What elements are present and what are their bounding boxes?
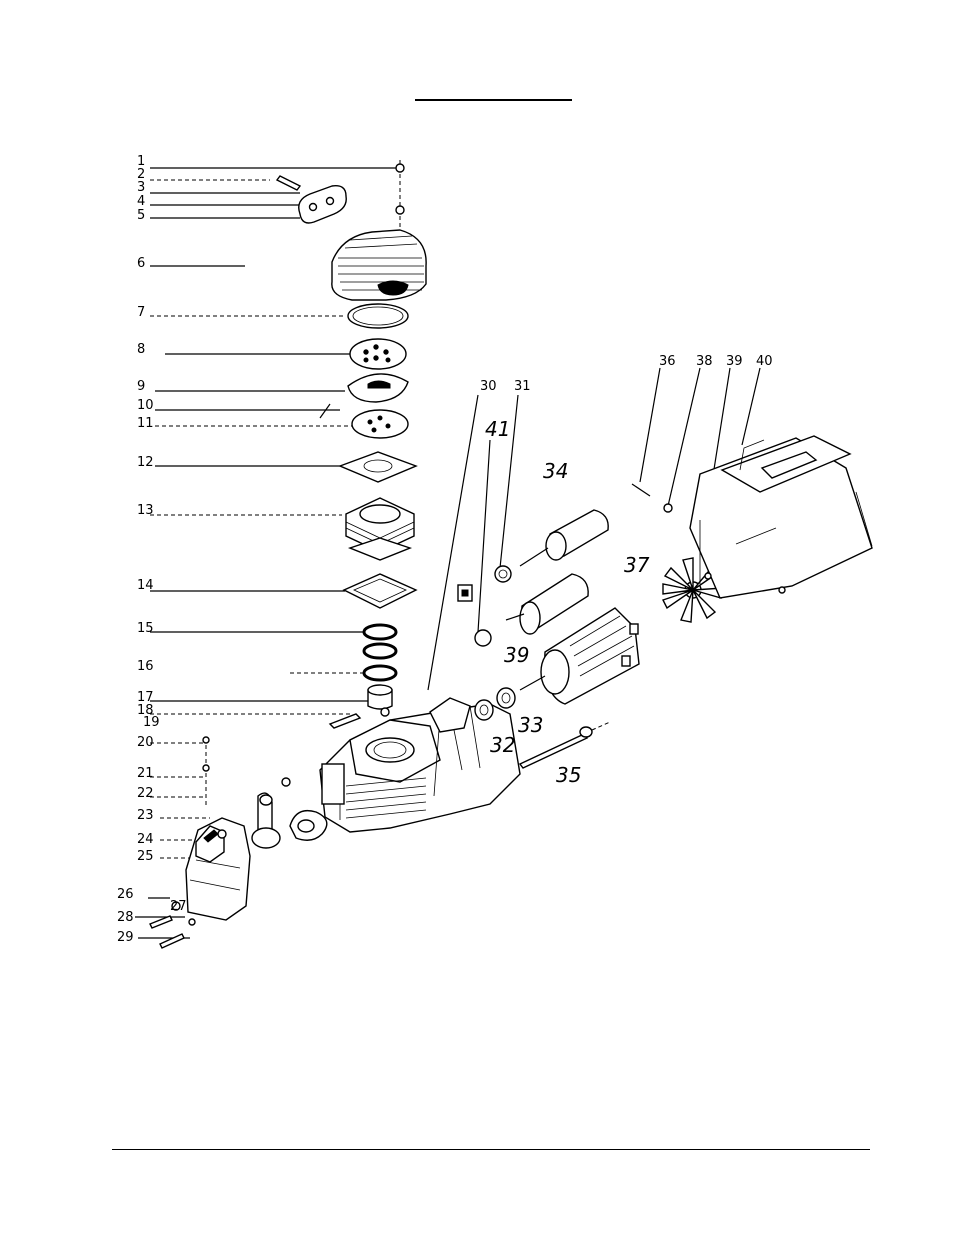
callout-41: 41 <box>485 417 510 441</box>
callout-6: 6 <box>137 256 145 271</box>
callout-23: 23 <box>137 808 154 823</box>
callout-17: 17 <box>137 690 154 705</box>
callout-18: 18 <box>137 703 154 718</box>
callout-32: 32 <box>490 733 515 757</box>
callout-1: 1 <box>137 154 145 169</box>
callout-28: 28 <box>117 910 134 925</box>
callout-31: 31 <box>514 379 531 394</box>
callout-35: 35 <box>556 763 581 787</box>
callout-19: 19 <box>143 715 160 730</box>
callout-15: 15 <box>137 621 154 636</box>
callout-39-fan: 39 <box>726 354 743 369</box>
callout-34: 34 <box>543 459 568 483</box>
callout-25: 25 <box>137 849 154 864</box>
title-underline <box>415 99 572 101</box>
callout-14: 14 <box>137 578 154 593</box>
cylinder-head-stack <box>275 163 427 729</box>
callout-2: 2 <box>137 167 145 182</box>
callout-40: 40 <box>756 354 773 369</box>
callout-29: 29 <box>117 930 134 945</box>
callout-7: 7 <box>137 305 145 320</box>
footer-rule <box>112 1149 870 1150</box>
callout-36: 36 <box>659 354 676 369</box>
callout-38: 38 <box>696 354 713 369</box>
callout-27: 27 <box>170 899 187 914</box>
leader-lines <box>135 160 761 939</box>
callout-30: 30 <box>480 379 497 394</box>
callout-37: 37 <box>624 553 650 577</box>
callout-labels: 1 2 3 4 5 6 7 8 9 10 11 12 13 14 15 16 1… <box>117 154 773 945</box>
callout-16: 16 <box>137 659 154 674</box>
callout-4: 4 <box>137 194 145 209</box>
motor-assembly <box>457 435 873 769</box>
callout-20: 20 <box>137 735 154 750</box>
callout-24: 24 <box>137 832 154 847</box>
callout-3: 3 <box>137 180 145 195</box>
callout-9: 9 <box>137 379 145 394</box>
crankcase-assembly <box>149 697 521 949</box>
callout-21: 21 <box>137 766 154 781</box>
callout-12: 12 <box>137 455 154 470</box>
callout-13: 13 <box>137 503 154 518</box>
callout-33: 33 <box>518 713 543 737</box>
callout-5: 5 <box>137 208 145 223</box>
callout-22: 22 <box>137 786 154 801</box>
callout-39: 39 <box>504 643 529 667</box>
callout-8: 8 <box>137 342 145 357</box>
callout-10: 10 <box>137 398 154 413</box>
callout-11: 11 <box>137 416 154 431</box>
callout-26: 26 <box>117 887 134 902</box>
